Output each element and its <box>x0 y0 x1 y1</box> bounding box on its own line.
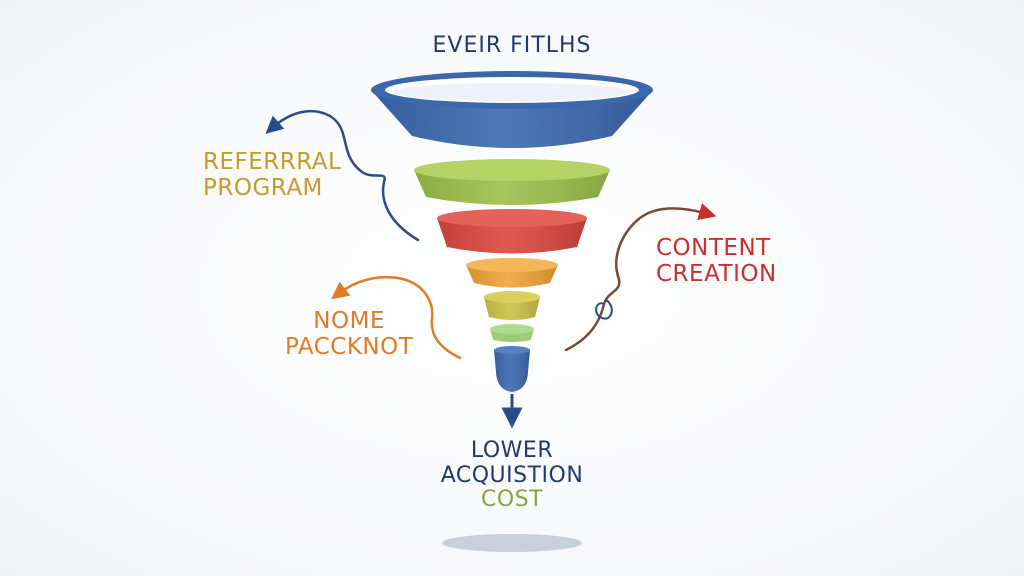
result-label-line2: ACQUISTION <box>440 462 584 488</box>
referral-arrow <box>265 109 420 242</box>
content-creation-label: CONTENT CREATION <box>656 235 777 288</box>
result-label: LOWER ACQUISTION COST <box>412 438 612 513</box>
content-label-line2: CREATION <box>656 260 777 287</box>
nome-label: NOME PACCKNOT <box>285 308 414 361</box>
ground-shadow <box>442 534 582 552</box>
funnel-title-text: EVEIR FITLHS <box>432 33 592 58</box>
nome-arrow <box>331 275 462 360</box>
funnel-tier-green <box>414 159 610 205</box>
funnel-tier-yellow-green <box>484 291 540 320</box>
referral-label-line2: PROGRAM <box>203 174 323 201</box>
referral-program-label: REFERRRAL PROGRAM <box>203 149 342 202</box>
funnel-title: EVEIR FITLHS <box>412 33 612 59</box>
nome-label-line1: NOME <box>313 308 385 334</box>
funnel-tier-orange <box>466 258 558 288</box>
funnel-spout <box>494 346 530 392</box>
content-label-line1: CONTENT <box>656 235 771 261</box>
referral-label-line1: REFERRRAL <box>203 149 342 175</box>
result-label-line3: COST <box>480 487 544 513</box>
content-arrow <box>564 203 717 352</box>
result-label-line1: LOWER <box>470 438 554 463</box>
content-arrow-loop <box>595 299 613 320</box>
funnel-top-tier <box>371 71 653 148</box>
funnel-tier-light-green <box>490 324 534 342</box>
nome-label-line2: PACCKNOT <box>285 333 414 360</box>
funnel-tier-red <box>437 209 587 254</box>
